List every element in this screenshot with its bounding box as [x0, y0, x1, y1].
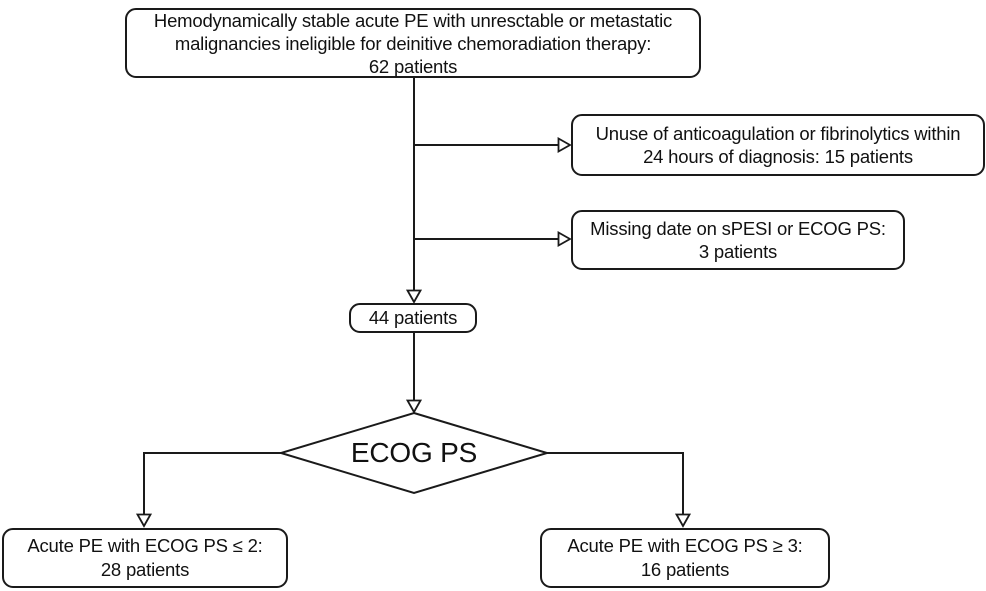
connector-decision-to-low — [143, 452, 282, 514]
arrowhead-right-exclusion-anticoag — [557, 136, 572, 154]
node-group-ecog-le-2: Acute PE with ECOG PS ≤ 2: 28 patients — [2, 528, 288, 588]
node-group-ecog-ge-3: Acute PE with ECOG PS ≥ 3: 16 patients — [540, 528, 830, 588]
decision-diamond-label: ECOG PS — [350, 437, 478, 468]
node-text-line: 24 hours of diagnosis: 15 patients — [643, 146, 913, 167]
arrowhead-down-decision — [405, 399, 423, 414]
decision-diamond — [277, 411, 551, 495]
node-text-line: Unuse of anticoagulation or fibrinolytic… — [595, 123, 961, 144]
node-exclusion-anticoagulation: Unuse of anticoagulation or fibrinolytic… — [571, 114, 985, 176]
node-text-line: 62 patients — [368, 55, 458, 77]
connector-decision-to-high — [546, 452, 684, 514]
node-text-line: malignancies ineligible for deinitive ch… — [174, 32, 652, 54]
node-text-line: Acute PE with ECOG PS ≤ 2: — [27, 535, 263, 556]
arrowhead-right-exclusion-missing — [557, 230, 572, 248]
node-text-line: 28 patients — [100, 559, 190, 580]
arrowhead-down-high — [674, 513, 692, 528]
node-text-line: Missing date on sPESI or ECOG PS: — [590, 218, 886, 239]
node-text-line: Hemodynamically stable acute PE with unr… — [153, 9, 673, 31]
node-analyzed-count: 44 patients — [349, 303, 477, 333]
node-enrollment: Hemodynamically stable acute PE with unr… — [125, 8, 701, 78]
node-text-line: Acute PE with ECOG PS ≥ 3: — [567, 535, 803, 556]
node-text-line: 3 patients — [698, 241, 778, 262]
node-text-line: 44 patients — [368, 307, 458, 328]
node-text-line: 16 patients — [640, 559, 730, 580]
node-exclusion-missing-data: Missing date on sPESI or ECOG PS: 3 pati… — [571, 210, 905, 270]
arrowhead-down-analyzed — [405, 289, 423, 304]
arrowhead-down-low — [135, 513, 153, 528]
